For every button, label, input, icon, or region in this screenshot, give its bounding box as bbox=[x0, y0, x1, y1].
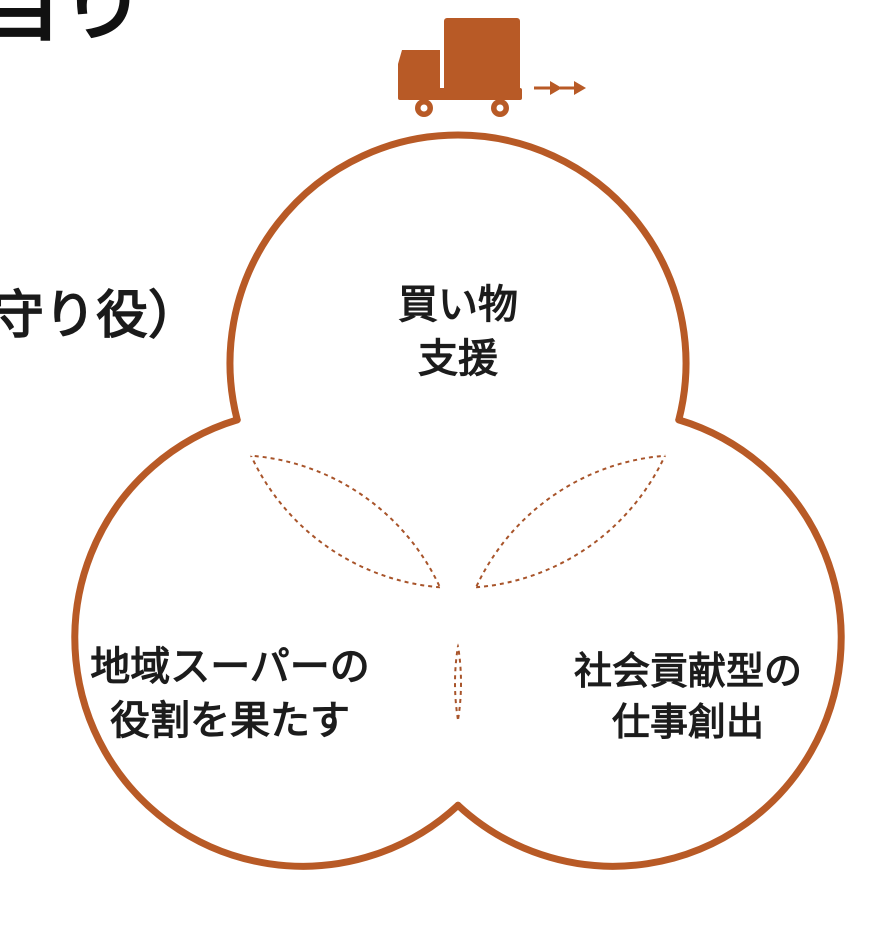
circle-left-line1: 地域スーパーの bbox=[90, 644, 370, 690]
circle-top-line2: 支援 bbox=[418, 336, 498, 382]
circle-top-outline bbox=[226, 131, 690, 424]
circle-right-outline bbox=[454, 416, 845, 870]
circle-right-line1: 社会貢献型の bbox=[573, 649, 803, 693]
circle-label-top: 買い物 支援 bbox=[398, 278, 518, 386]
delivery-truck-icon bbox=[398, 18, 522, 117]
motion-arrows-icon bbox=[534, 81, 586, 95]
circle-left-outline bbox=[71, 416, 462, 870]
side-text-fragment: 守り役） bbox=[0, 286, 201, 346]
circle-right-line2: 仕事創出 bbox=[611, 700, 765, 745]
circle-label-left: 地域スーパーの 役割を果たす bbox=[90, 640, 370, 748]
venn-outline bbox=[71, 131, 845, 870]
heading-fragment: 当り bbox=[0, 0, 146, 53]
circle-left-line2: 役割を果たす bbox=[109, 698, 350, 744]
circle-top-line1: 買い物 bbox=[398, 282, 518, 328]
circle-label-right: 社会貢献型の 仕事創出 bbox=[574, 646, 802, 749]
